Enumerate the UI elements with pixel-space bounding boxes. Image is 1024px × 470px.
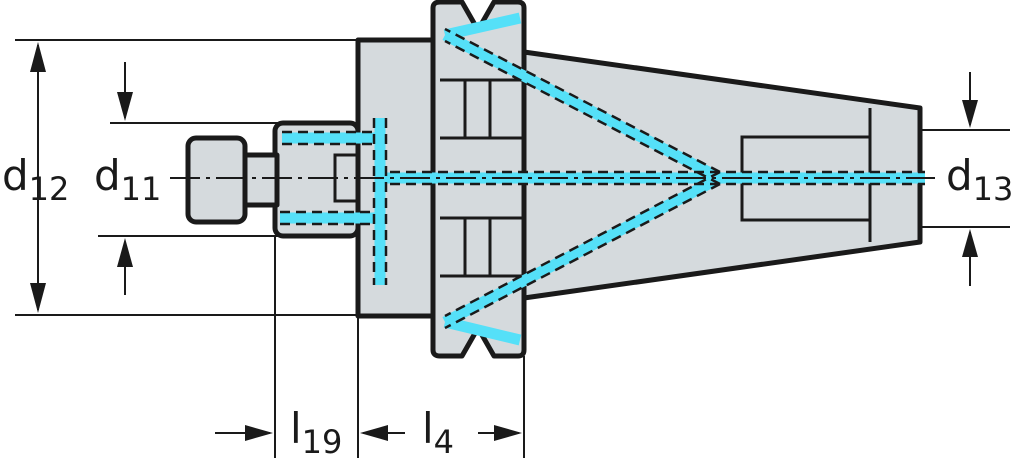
label-l4-main: l [422,404,434,453]
label-l19-sub: 19 [301,423,343,461]
label-d11: d11 [94,155,162,208]
label-d12-sub: 12 [28,170,70,208]
label-d12-main: d [2,151,29,200]
label-d11-main: d [94,151,121,200]
label-l4-sub: 4 [433,423,455,461]
label-l4: l4 [422,408,455,461]
label-d12: d12 [2,155,70,208]
label-l19: l19 [290,408,343,461]
arrowheads [30,42,978,441]
label-d13-sub: 13 [972,170,1014,208]
dimension-lines [15,39,1010,458]
label-d11-sub: 11 [120,170,162,208]
label-l19-main: l [290,404,302,453]
label-d13-main: d [946,151,973,200]
label-d13: d13 [946,155,1014,208]
coolant-dashed-edges [280,27,925,330]
